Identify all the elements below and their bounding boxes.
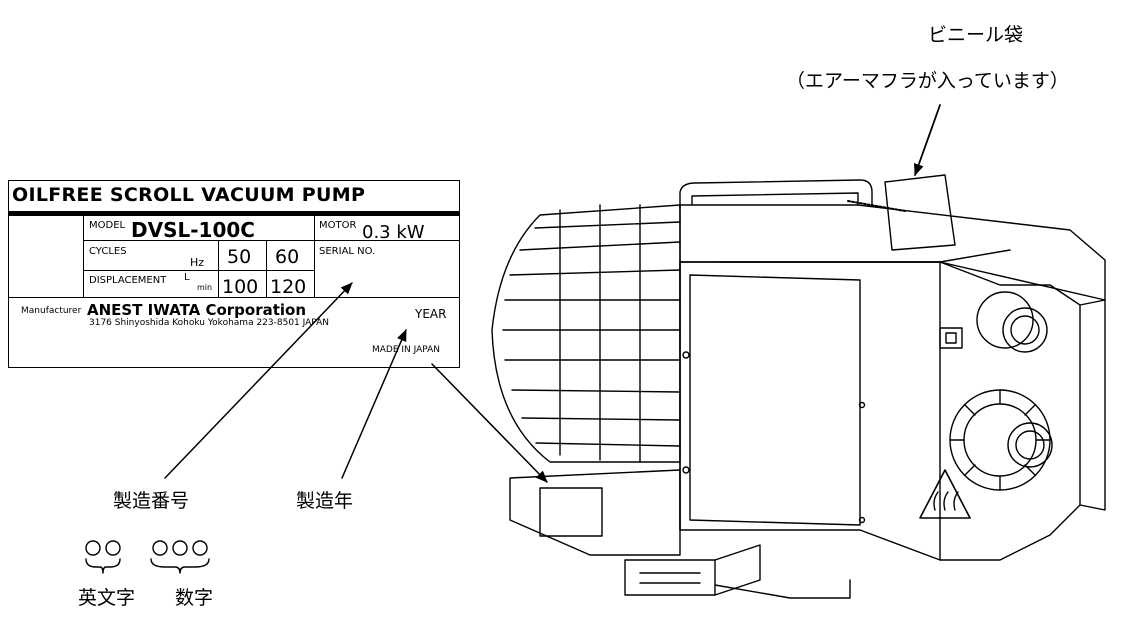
bag-arrow — [913, 104, 941, 176]
nameplate-divider — [8, 211, 460, 216]
manufacturer-address: 3176 Shinyoshida Kohoku Yokohama 223-850… — [89, 318, 330, 328]
front-cover — [679, 261, 1081, 561]
manufacturer-label: Manufacturer — [21, 306, 82, 316]
displacement-unit-bottom: min — [197, 283, 213, 292]
plate-location-arrow — [431, 363, 548, 483]
model-value: DVSL-100C — [131, 218, 255, 242]
letter-circle — [105, 540, 121, 556]
switch — [939, 327, 963, 349]
handle — [679, 179, 873, 209]
bag-label: ビニール袋 — [928, 24, 1024, 46]
displacement-60: 120 — [270, 276, 307, 298]
grid-line — [83, 216, 84, 297]
motor-outline — [491, 204, 681, 463]
vinyl-bag — [884, 174, 956, 251]
serial-arrow — [164, 282, 353, 479]
year-label-jp: 製造年 — [296, 490, 354, 512]
letters-label-jp: 英文字 — [78, 587, 136, 609]
nameplate — [8, 180, 460, 368]
top-housing — [679, 204, 1106, 301]
grid-line — [83, 240, 460, 241]
cycles-label: CYCLES — [89, 246, 127, 257]
digit-circle — [152, 540, 168, 556]
grid-line — [83, 270, 314, 271]
hot-surface-warning-icon — [919, 469, 971, 519]
grid-line — [314, 216, 315, 297]
upper-knob — [976, 291, 1034, 349]
motor-value: 0.3 kW — [362, 222, 425, 243]
manufacturer-name: ANEST IWATA Corporation — [87, 301, 307, 319]
bag-note: （エアーマフラが入っています） — [786, 70, 1069, 92]
letter-circle — [85, 540, 101, 556]
letters-brace — [85, 558, 121, 574]
nameplate-title: OILFREE SCROLL VACUUM PUMP — [12, 184, 366, 206]
year-label: YEAR — [415, 307, 447, 321]
nameplate-location — [539, 487, 603, 537]
year-arrow — [341, 329, 407, 479]
digits-label-jp: 数字 — [175, 587, 214, 609]
displacement-label: DISPLACEMENT — [89, 275, 167, 286]
digit-circle — [172, 540, 188, 556]
grid-line — [8, 297, 460, 298]
model-label: MODEL — [89, 220, 126, 231]
cycles-unit: Hz — [190, 256, 205, 269]
digits-brace — [150, 558, 210, 574]
pump-base — [509, 469, 681, 556]
displacement-unit-top: L — [184, 272, 190, 283]
serial-number-label-jp: 製造番号 — [113, 490, 190, 512]
displacement-50: 100 — [222, 276, 259, 298]
cycles-50: 50 — [227, 246, 252, 268]
serial-label: SERIAL NO. — [319, 246, 376, 257]
grid-line — [266, 240, 267, 297]
motor-label: MOTOR — [319, 220, 357, 231]
cycles-60: 60 — [275, 246, 300, 268]
made-in-label: MADE IN JAPAN — [372, 345, 441, 355]
grid-line — [218, 240, 219, 297]
digit-circle — [192, 540, 208, 556]
